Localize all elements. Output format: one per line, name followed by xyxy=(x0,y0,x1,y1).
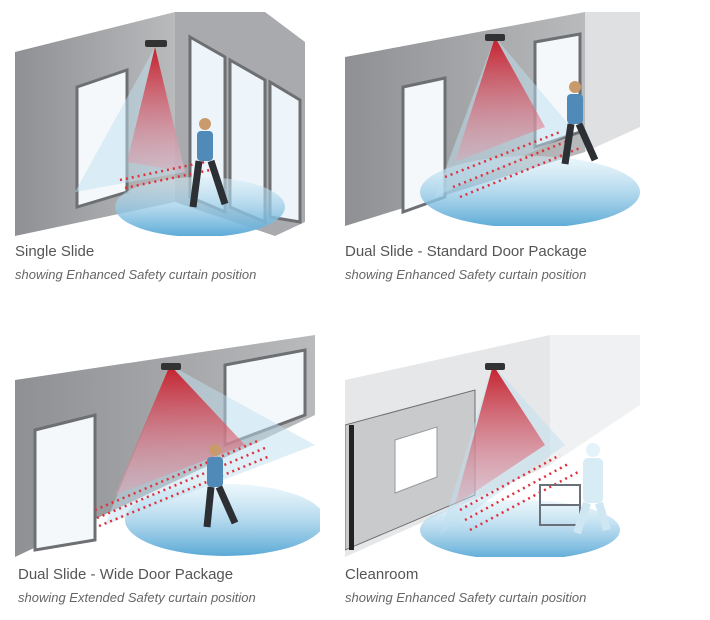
caption-subtitle: showing Enhanced Safety curtain position xyxy=(345,267,587,282)
person-icon xyxy=(573,443,611,535)
caption-subtitle: showing Enhanced Safety curtain position xyxy=(345,590,587,605)
caption-subtitle: showing Extended Safety curtain position xyxy=(18,590,256,605)
caption-subtitle: showing Enhanced Safety curtain position xyxy=(15,267,257,282)
caption-title: Single Slide xyxy=(15,243,95,260)
illustration-single-slide xyxy=(15,12,305,236)
cart-icon xyxy=(539,484,581,526)
caption-title: Dual Slide - Standard Door Package xyxy=(345,243,587,260)
illustration-cleanroom xyxy=(345,335,640,557)
illustration-dual-slide-standard xyxy=(345,12,640,226)
person-icon xyxy=(203,444,239,528)
caption-title: Dual Slide - Wide Door Package xyxy=(18,566,234,583)
person-icon xyxy=(561,81,599,165)
person-icon xyxy=(189,118,229,208)
caption-title: Cleanroom xyxy=(345,566,419,583)
illustration-dual-slide-wide xyxy=(15,335,320,557)
